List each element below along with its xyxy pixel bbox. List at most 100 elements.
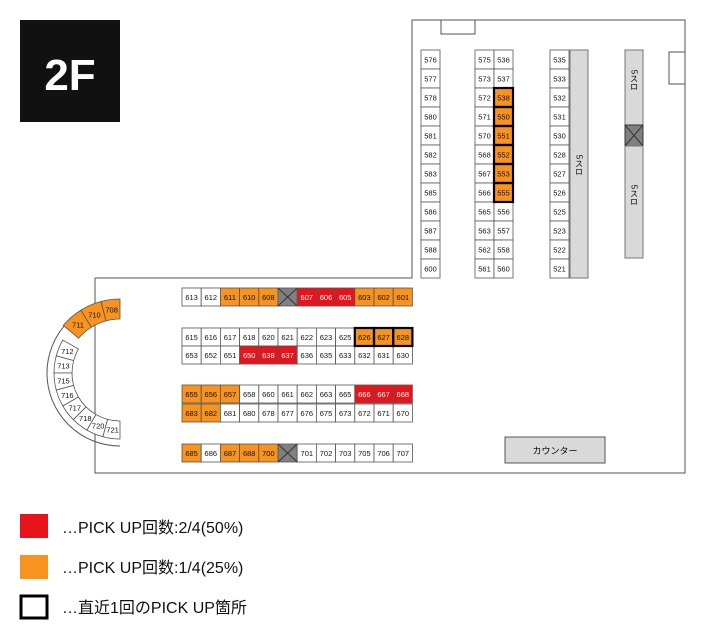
machine-527: 527: [549, 163, 570, 184]
machine-number: 688: [243, 449, 256, 458]
machine-number: 622: [301, 333, 314, 342]
machine-number: 715: [57, 376, 70, 385]
machine-number: 670: [397, 409, 410, 418]
machine-575: 575: [474, 49, 495, 70]
machine-number: 627: [377, 333, 390, 342]
machine-number: 665: [339, 390, 352, 399]
machine-number: 601: [397, 293, 410, 302]
machine-number: 563: [478, 227, 491, 236]
machine-number: 720: [92, 422, 105, 431]
machine-636: 636: [296, 345, 317, 365]
slot-zone-label-b: 5スロ: [630, 70, 639, 90]
machine-number: 685: [185, 449, 198, 458]
machine-567: 567: [474, 163, 495, 184]
machine-577: 577: [420, 68, 441, 89]
machine-number: 660: [262, 390, 275, 399]
machine-number: 572: [478, 94, 491, 103]
machine-number: 671: [377, 409, 390, 418]
machine-717: 717: [62, 396, 87, 421]
machine-685: 685: [181, 443, 202, 463]
machine-613: 613: [181, 287, 202, 307]
machine-713: 713: [53, 355, 75, 374]
machine-number: 600: [424, 265, 437, 274]
legend-text-red: …PICK UP回数:2/4(50%): [62, 519, 243, 537]
machine-560: 560: [493, 258, 514, 279]
machine-557: 557: [493, 220, 514, 241]
machine-number: 533: [553, 75, 566, 84]
machine-number: 565: [478, 208, 491, 217]
machine-536: 536: [493, 49, 514, 70]
machine-number: 680: [243, 409, 256, 418]
machine-number: 718: [79, 414, 92, 423]
machine-number: 586: [424, 208, 437, 217]
machine-603: 603: [354, 287, 375, 307]
machine-number: 606: [320, 293, 333, 302]
machine-617: 617: [219, 327, 240, 347]
machine-number: 683: [185, 409, 198, 418]
machine-number: 623: [320, 333, 333, 342]
machine-number: 636: [301, 351, 314, 360]
machine-610: 610: [239, 287, 260, 307]
machine-658: 658: [239, 384, 260, 404]
machine-number: 580: [424, 113, 437, 122]
machine-number: 557: [497, 227, 510, 236]
machine-number: 561: [478, 265, 491, 274]
machine-number: 657: [224, 390, 237, 399]
slot-zone-strip-a: [569, 49, 589, 279]
machine-576: 576: [420, 49, 441, 70]
machine-number: 710: [88, 310, 101, 319]
machine-627: 627: [373, 327, 394, 347]
machine-568: 568: [474, 144, 495, 165]
machine-638: 638: [258, 345, 279, 365]
machine-number: 707: [397, 449, 410, 458]
machine-688: 688: [239, 443, 260, 463]
machine-number: 582: [424, 151, 437, 160]
machine-number: 617: [224, 333, 237, 342]
machine-number: 706: [377, 449, 390, 458]
machine-number: 638: [262, 351, 275, 360]
machine-573: 573: [474, 68, 495, 89]
machine-632: 632: [354, 345, 375, 365]
machine-566: 566: [474, 182, 495, 203]
machine-663: 663: [315, 384, 336, 404]
machine-number: 578: [424, 94, 437, 103]
machine-682: 682: [200, 403, 221, 423]
machine-706: 706: [373, 443, 394, 463]
machine-586: 586: [420, 201, 441, 222]
machine-570: 570: [474, 125, 495, 146]
machine-612: 612: [200, 287, 221, 307]
machine-686: 686: [200, 443, 221, 463]
machine-number: 651: [224, 351, 237, 360]
machine-555: 555: [493, 182, 514, 203]
machine-number: 528: [553, 151, 566, 160]
machine-651: 651: [219, 345, 240, 365]
machine-553: 553: [493, 163, 514, 184]
legend-text-outline: …直近1回のPICK UP箇所: [62, 599, 247, 617]
machine-number: 552: [497, 151, 510, 160]
machine-number: 525: [553, 208, 566, 217]
machine-615: 615: [181, 327, 202, 347]
machine-number: 681: [224, 409, 237, 418]
slot-zone-label-a: 5スロ: [575, 155, 584, 175]
machine-601: 601: [392, 287, 413, 307]
machine-525: 525: [549, 201, 570, 222]
machine-621: 621: [277, 327, 298, 347]
machine-number: 573: [478, 75, 491, 84]
machine-622: 622: [296, 327, 317, 347]
machine-number: 637: [281, 351, 294, 360]
machine-563: 563: [474, 220, 495, 241]
machine-721: 721: [102, 418, 121, 440]
machine-number: 653: [185, 351, 198, 360]
machine-712: 712: [55, 339, 79, 362]
machine-683: 683: [181, 403, 202, 423]
machine-668: 668: [392, 384, 413, 404]
machine-number: 567: [478, 170, 491, 179]
machine-number: 551: [497, 132, 510, 141]
machine-708: 708: [100, 298, 121, 322]
machine-number: 588: [424, 246, 437, 255]
machine-600: 600: [420, 258, 441, 279]
machine-537: 537: [493, 68, 514, 89]
machine-550: 550: [493, 106, 514, 127]
machine-number: 581: [424, 132, 437, 141]
